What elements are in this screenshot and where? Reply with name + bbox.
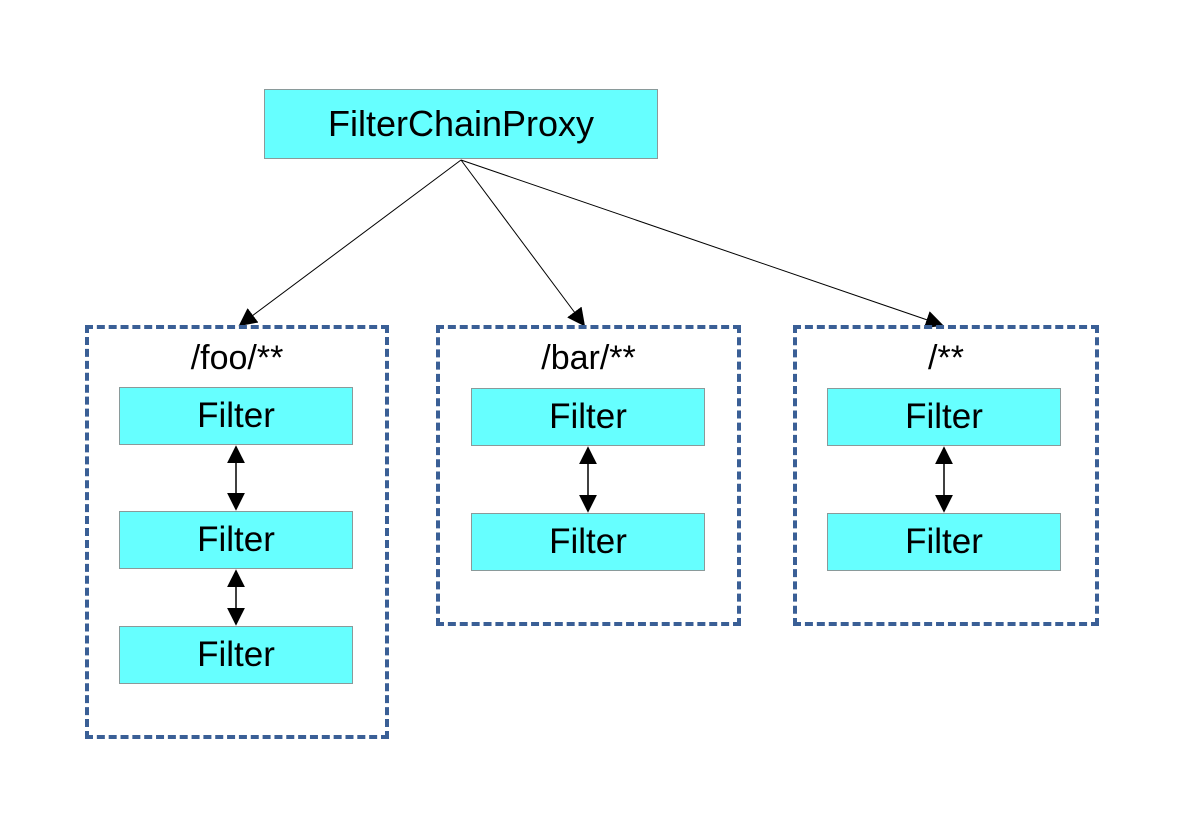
chain-bar-filter-2: Filter: [471, 513, 705, 571]
edge-proxy-to-bar: [460, 159, 586, 327]
chain-bar: /bar/**: [436, 325, 741, 626]
filter-chain-proxy-node: FilterChainProxy: [264, 89, 658, 159]
chain-root-pattern: /**: [928, 339, 964, 377]
chain-bar-filter-1: Filter: [471, 388, 705, 446]
chain-root-filter-1: Filter: [827, 388, 1061, 446]
chain-foo: /foo/**: [85, 325, 389, 739]
chain-foo-filter-3: Filter: [119, 626, 353, 684]
chain-root-filter-2: Filter: [827, 513, 1061, 571]
chain-root: /**: [793, 325, 1099, 626]
chain-foo-filter-1: Filter: [119, 387, 353, 445]
edge-proxy-to-root: [460, 159, 944, 329]
edge-proxy-to-foo: [238, 159, 462, 327]
chain-foo-filter-2: Filter: [119, 511, 353, 569]
chain-bar-pattern: /bar/**: [541, 339, 636, 377]
chain-foo-pattern: /foo/**: [190, 339, 284, 377]
